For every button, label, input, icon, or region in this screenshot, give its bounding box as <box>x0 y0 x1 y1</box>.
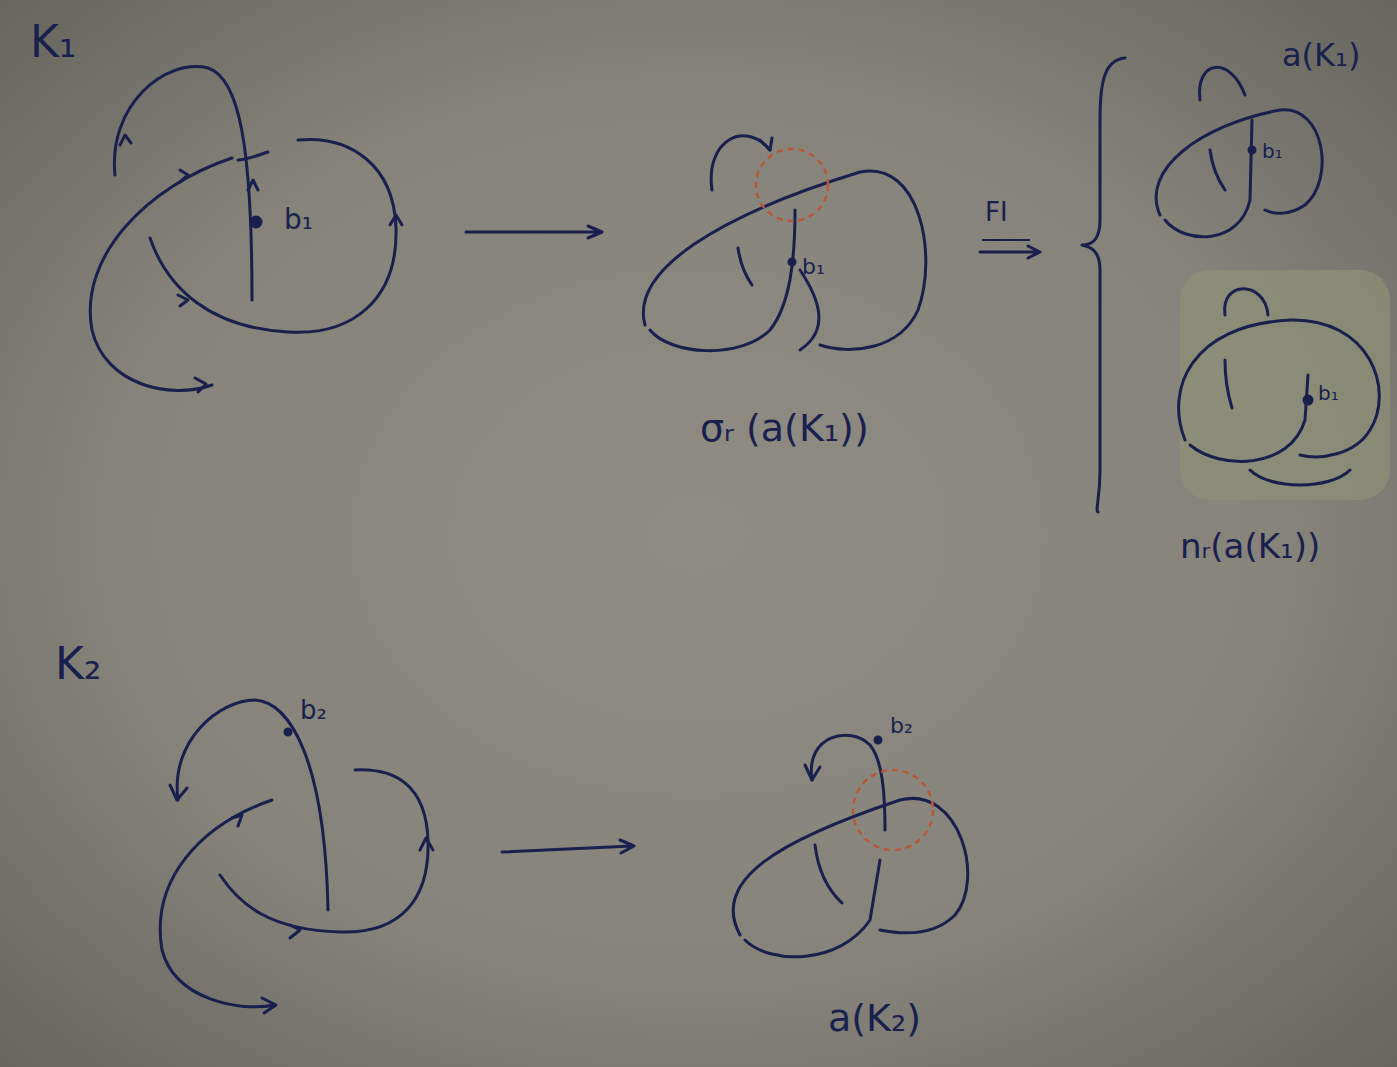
label: a(K₁) <box>1282 38 1360 73</box>
label: b₁ <box>802 255 825 279</box>
knot-strand <box>150 139 396 332</box>
knot-strand <box>238 152 268 160</box>
crossing-circle <box>756 149 828 221</box>
basepoint <box>251 217 261 227</box>
label: b₁ <box>284 205 313 236</box>
knot-strand <box>1156 110 1322 215</box>
underline <box>982 239 1030 241</box>
label: FI <box>985 198 1008 227</box>
highlight-patch <box>1180 270 1390 500</box>
label: nᵣ(a(K₁)) <box>1180 528 1320 565</box>
knot-strand <box>811 735 885 830</box>
knot-strand <box>815 845 842 903</box>
knot-strand <box>800 270 819 350</box>
arrowhead <box>232 815 242 826</box>
basepoint <box>875 737 881 743</box>
label: σᵣ (a(K₁)) <box>700 408 869 450</box>
arrowhead <box>390 215 402 225</box>
knot-strand <box>650 210 795 351</box>
label: K₁ <box>30 18 77 66</box>
label: b₁ <box>1262 140 1283 162</box>
knot-strand <box>643 171 925 349</box>
knot-strand <box>1165 120 1252 237</box>
knot-strand <box>220 770 428 932</box>
crossing-circle <box>853 770 933 850</box>
label: a(K₂) <box>828 998 921 1040</box>
arrowhead <box>178 295 188 306</box>
knot-strand <box>1225 360 1232 408</box>
label: b₁ <box>1318 382 1339 404</box>
knot-strand <box>1179 320 1380 457</box>
map-arrow <box>980 246 1040 258</box>
arrowhead <box>248 180 258 190</box>
bracket <box>1082 58 1125 512</box>
label: b₂ <box>890 714 913 738</box>
knot-strand <box>90 158 232 390</box>
arrowhead <box>760 138 772 150</box>
knot-strand <box>711 136 770 190</box>
arrowhead <box>290 925 300 938</box>
knot-strand <box>177 700 328 910</box>
arrowhead <box>805 765 820 780</box>
knot-strand <box>745 860 880 957</box>
basepoint <box>285 729 291 735</box>
arrowhead <box>180 170 188 182</box>
arrowhead <box>420 838 433 850</box>
label: K₂ <box>55 640 102 688</box>
arrowhead <box>262 998 276 1013</box>
knot-strand <box>1200 67 1245 100</box>
knot-strand <box>1190 375 1308 461</box>
knot-strand <box>1250 470 1350 485</box>
basepoint <box>789 259 795 265</box>
arrowhead <box>195 378 206 392</box>
knot-strand <box>733 798 968 935</box>
knot-strand <box>160 800 275 1007</box>
knot-strand <box>738 248 752 285</box>
basepoint <box>1249 147 1255 153</box>
knot-strand <box>114 67 252 300</box>
arrowhead <box>120 135 131 145</box>
label: b₂ <box>300 696 327 725</box>
arrowhead <box>170 785 187 800</box>
knot-strand <box>1210 150 1225 190</box>
map-arrow <box>466 226 602 238</box>
map-arrow <box>502 840 634 853</box>
basepoint <box>1304 396 1312 404</box>
knot-strand <box>1225 289 1268 315</box>
